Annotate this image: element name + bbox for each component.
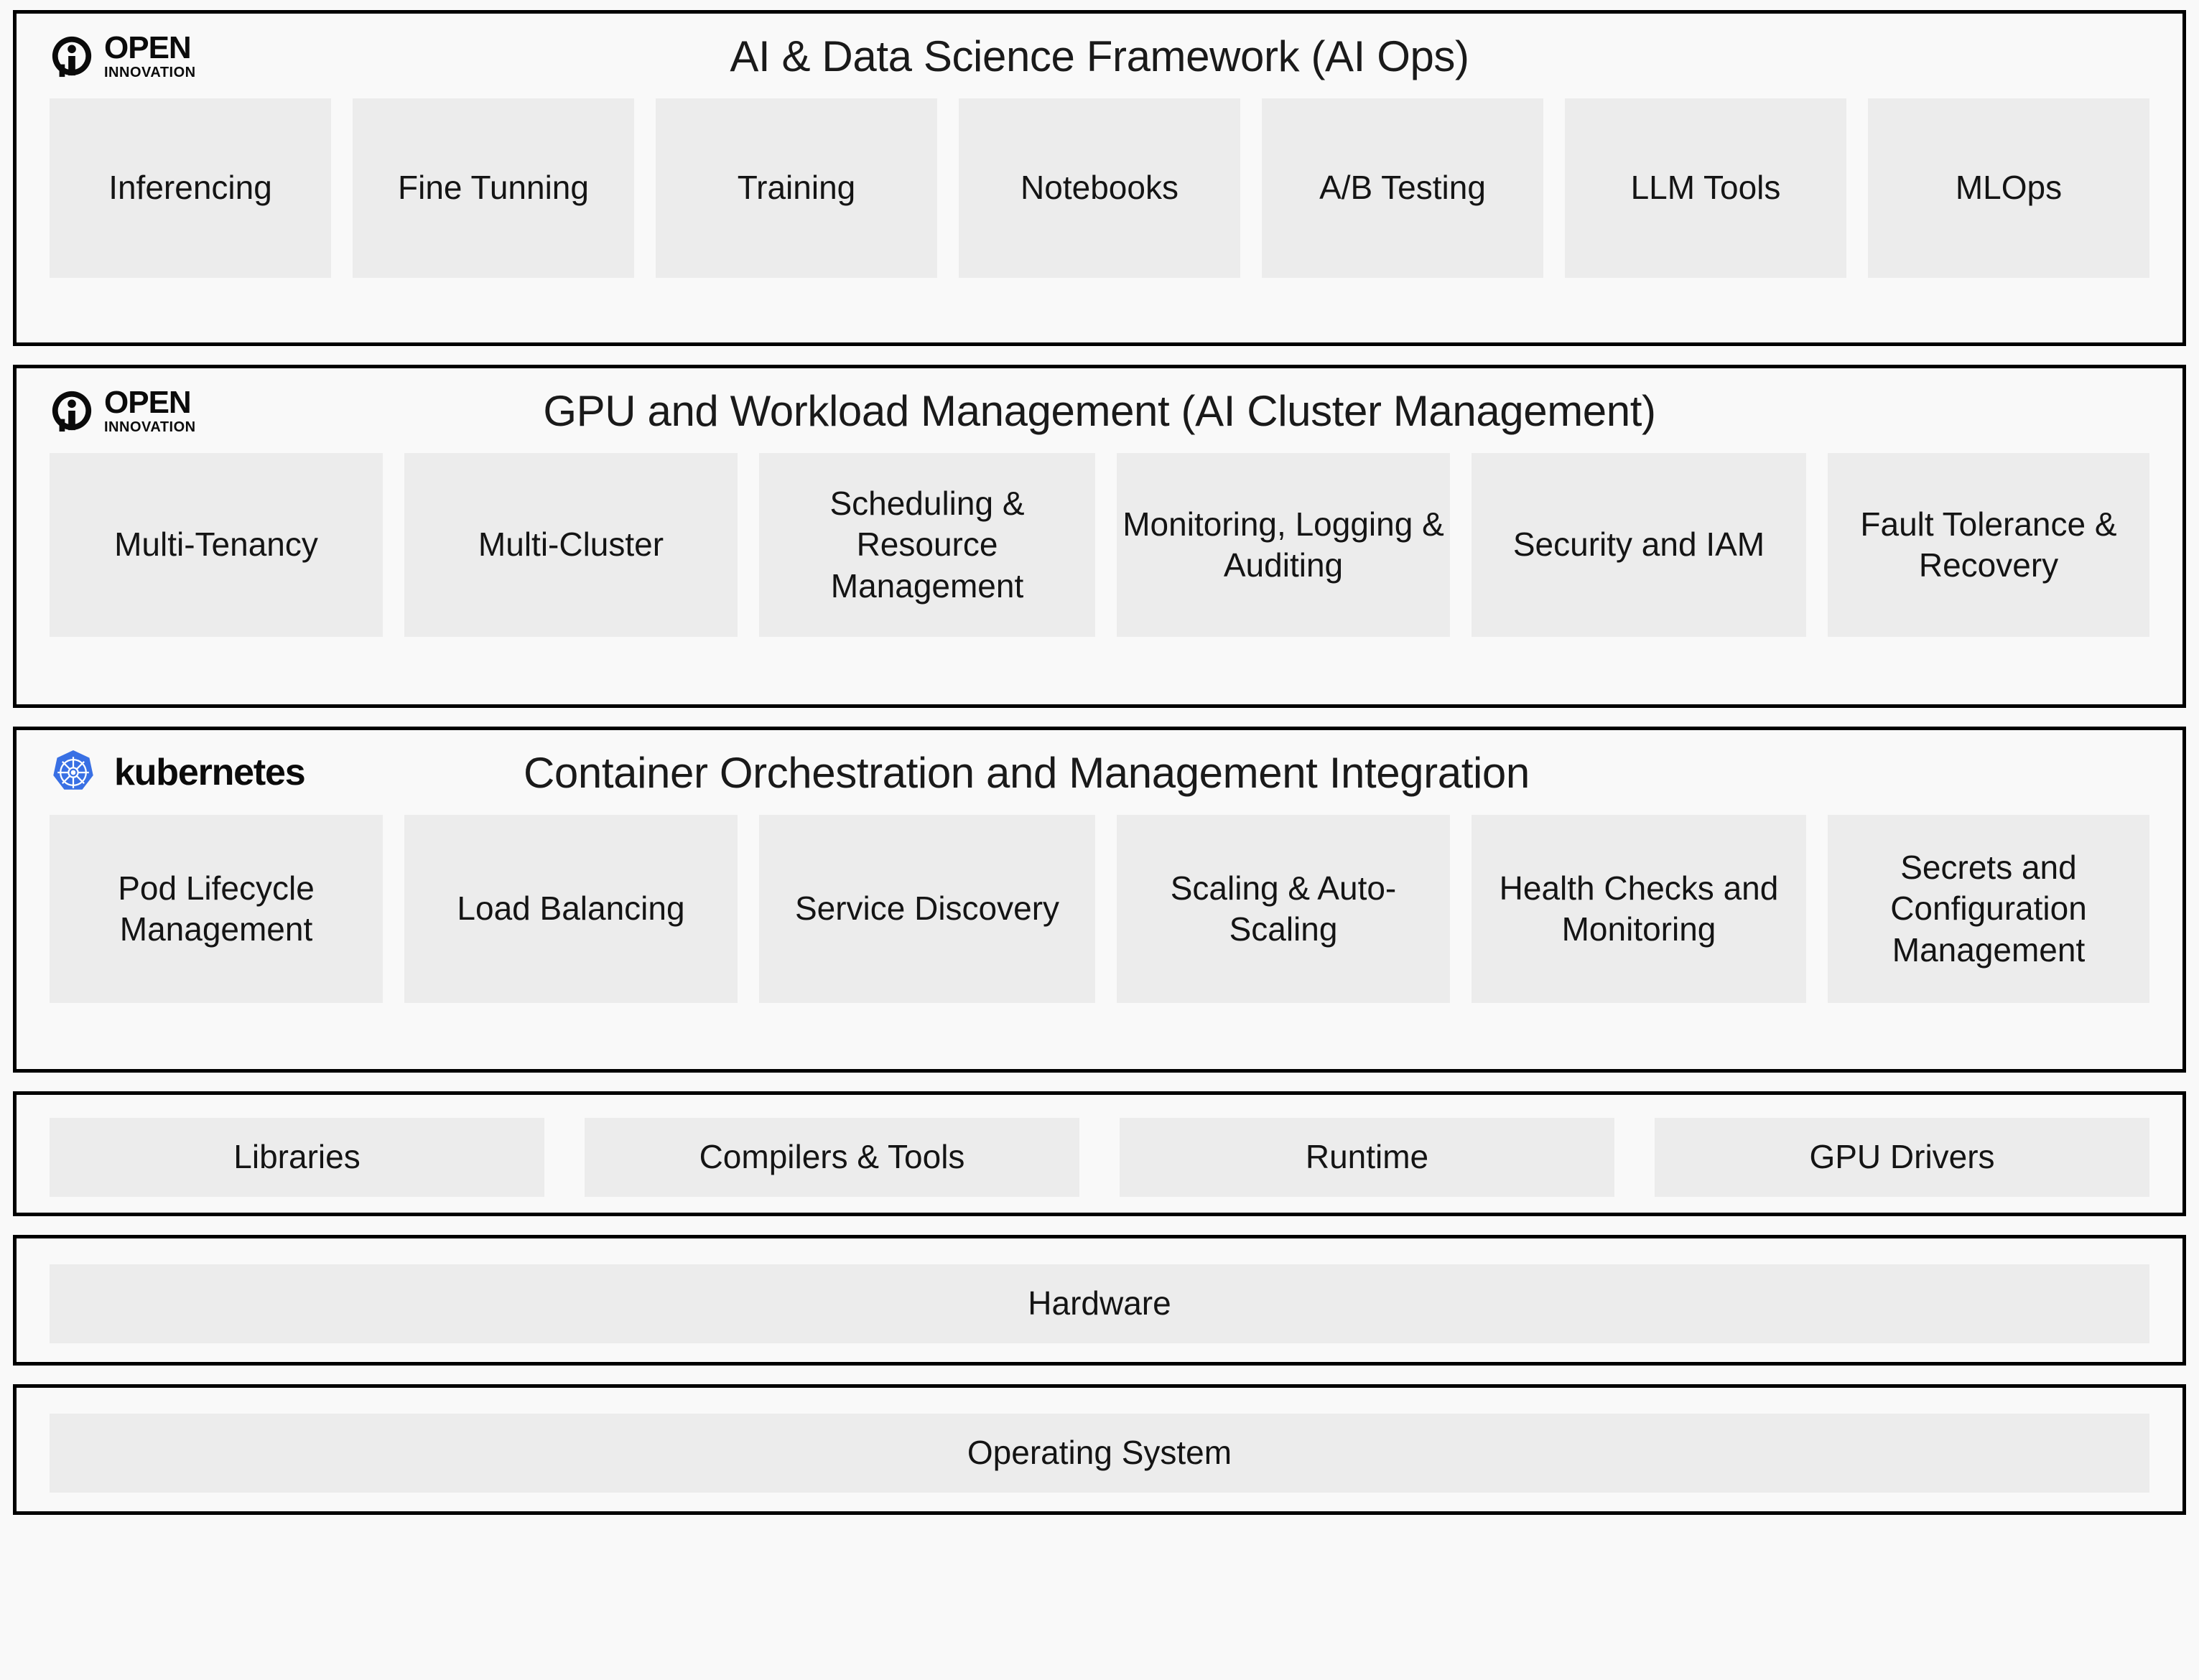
tile-hardware[interactable]: Hardware	[50, 1264, 2149, 1343]
tile-ab-testing[interactable]: A/B Testing	[1262, 98, 1543, 278]
tile-pod-lifecycle-management[interactable]: Pod Lifecycle Management	[50, 815, 383, 1003]
layer-tile-row: Pod Lifecycle Management Load Balancing …	[50, 815, 2149, 1027]
tile-health-checks-monitoring[interactable]: Health Checks and Monitoring	[1472, 815, 1806, 1003]
layer-runtime: Libraries Compilers & Tools Runtime GPU …	[13, 1091, 2186, 1216]
layer-tile-row: Libraries Compilers & Tools Runtime GPU …	[50, 1095, 2149, 1220]
tile-llm-tools[interactable]: LLM Tools	[1565, 98, 1846, 278]
open-innovation-logo: OPEN INNOVATION	[50, 32, 196, 80]
tile-multi-tenancy[interactable]: Multi-Tenancy	[50, 453, 383, 637]
tile-libraries[interactable]: Libraries	[50, 1118, 544, 1197]
layer-container-orchestration: kubernetes Container Orchestration and M…	[13, 727, 2186, 1073]
open-innovation-icon	[52, 391, 92, 432]
tile-service-discovery[interactable]: Service Discovery	[759, 815, 1095, 1003]
brand-secondary-text: INNOVATION	[104, 65, 196, 80]
layer-gpu-workload-management: OPEN INNOVATION GPU and Workload Managem…	[13, 365, 2186, 708]
tile-fine-tunning[interactable]: Fine Tunning	[353, 98, 634, 278]
open-innovation-wordmark: OPEN INNOVATION	[104, 385, 196, 435]
layer-ai-data-science-framework: OPEN INNOVATION AI & Data Science Framew…	[13, 10, 2186, 346]
tile-scaling-auto-scaling[interactable]: Scaling & Auto-Scaling	[1117, 815, 1450, 1003]
tile-fault-tolerance-recovery[interactable]: Fault Tolerance & Recovery	[1828, 453, 2149, 637]
layer-tile-row: Operating System	[50, 1388, 2149, 1518]
tile-multi-cluster[interactable]: Multi-Cluster	[404, 453, 738, 637]
tile-runtime[interactable]: Runtime	[1120, 1118, 1614, 1197]
tile-compilers-tools[interactable]: Compilers & Tools	[585, 1118, 1079, 1197]
tile-inferencing[interactable]: Inferencing	[50, 98, 331, 278]
layer-tile-row: Hardware	[50, 1238, 2149, 1369]
open-innovation-wordmark: OPEN INNOVATION	[104, 32, 196, 80]
brand-secondary-text: INNOVATION	[104, 419, 196, 435]
tile-secrets-configuration-mgmt[interactable]: Secrets and Configuration Management	[1828, 815, 2149, 1003]
layer-tile-row: Multi-Tenancy Multi-Cluster Scheduling &…	[50, 453, 2149, 661]
layer-tile-row: Inferencing Fine Tunning Training Notebo…	[50, 98, 2149, 301]
tile-load-balancing[interactable]: Load Balancing	[404, 815, 738, 1003]
tile-operating-system[interactable]: Operating System	[50, 1414, 2149, 1493]
layer-title: AI & Data Science Framework (AI Ops)	[730, 32, 1469, 80]
tile-monitoring-logging-auditing[interactable]: Monitoring, Logging & Auditing	[1117, 453, 1450, 637]
brand-primary-text: OPEN	[104, 30, 192, 65]
layer-header: kubernetes Container Orchestration and M…	[50, 730, 2149, 815]
layer-title: GPU and Workload Management (AI Cluster …	[543, 386, 1656, 435]
open-innovation-icon	[52, 36, 92, 78]
tile-notebooks[interactable]: Notebooks	[959, 98, 1240, 278]
tile-scheduling-resource-management[interactable]: Scheduling & Resource Management	[759, 453, 1095, 637]
tile-mlops[interactable]: MLOps	[1868, 98, 2149, 278]
kubernetes-logo: kubernetes	[50, 749, 306, 796]
open-innovation-logo: OPEN INNOVATION	[50, 387, 196, 434]
layer-hardware: Hardware	[13, 1235, 2186, 1366]
layer-header: OPEN INNOVATION AI & Data Science Framew…	[50, 14, 2149, 98]
brand-primary-text: OPEN	[104, 385, 192, 420]
layer-header: OPEN INNOVATION GPU and Workload Managem…	[50, 368, 2149, 453]
kubernetes-wordmark: kubernetes	[114, 752, 306, 793]
tile-security-and-iam[interactable]: Security and IAM	[1472, 453, 1806, 637]
tile-training[interactable]: Training	[656, 98, 937, 278]
layer-title: Container Orchestration and Management I…	[524, 748, 1530, 797]
layer-operating-system: Operating System	[13, 1384, 2186, 1515]
kubernetes-icon	[53, 750, 93, 790]
tile-gpu-drivers[interactable]: GPU Drivers	[1655, 1118, 2149, 1197]
